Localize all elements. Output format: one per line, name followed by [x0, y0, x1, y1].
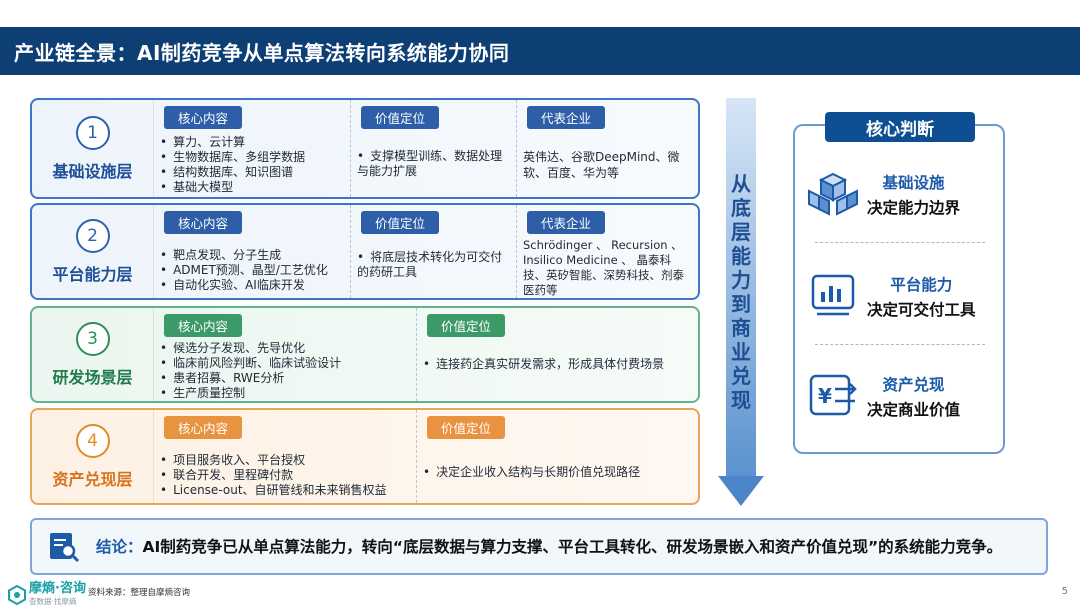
company-text: Schrödinger 、 Recursion 、Insilico Medici… [523, 238, 684, 297]
value-column: 价值定位 连接药企真实研发需求，形成具体付费场景 [416, 308, 698, 401]
core-content-tag: 核心内容 [164, 314, 243, 337]
source-note: 资料来源：整理自摩熵咨询 [88, 588, 191, 598]
conclusion-label: 结论： [96, 537, 143, 556]
layer-rd-scenario: 3 研发场景层 核心内容 候选分子发现、先导优化 临床前风险判断、临床试验设计 … [30, 306, 700, 403]
list-item: 临床前风险判断、临床试验设计 [160, 356, 410, 371]
list-item: 基础大模型 [160, 180, 344, 195]
core-item-platform: 平台能力 决定可交付工具 [807, 272, 997, 320]
layer-infrastructure: 1 基础设施层 核心内容 算力、云计算 生物数据库、多组学数据 结构数据库、知识… [30, 98, 700, 199]
logo-subtitle: 查数据·找摩熵 [29, 597, 77, 606]
list-item: 自动化实验、AI临床开发 [160, 278, 344, 293]
value-list: 将底层技术转化为可交付的药研工具 [357, 250, 510, 280]
conclusion-body: AI制药竞争已从单点算法能力，转向“底层数据与算力支撑、平台工具转化、研发场景嵌… [142, 537, 1003, 556]
core-content-list: 候选分子发现、先导优化 临床前风险判断、临床试验设计 患者招募、RWE分析 生产… [160, 341, 410, 401]
arrow-head [718, 476, 764, 506]
value-tag: 价值定位 [361, 211, 440, 234]
core-item-desc: 决定可交付工具 [867, 300, 976, 319]
core-content-column: 核心内容 候选分子发现、先导优化 临床前风险判断、临床试验设计 患者招募、RWE… [154, 308, 416, 401]
layer-number: 4 [75, 423, 110, 458]
layer-number: 1 [75, 115, 110, 150]
core-item-title: 平台能力 [890, 275, 953, 294]
arrow-label: 从底层能力到商业兑现 [731, 172, 751, 412]
divider [815, 242, 985, 243]
title-bar: 产业链全景：AI制药竞争从单点算法转向系统能力协同 [0, 27, 1080, 75]
layer-asset-realization: 4 资产兑现层 核心内容 项目服务收入、平台授权 联合开发、里程碑付款 Lice… [30, 408, 700, 505]
layer-name: 资产兑现层 [52, 469, 133, 489]
cubes-icon [808, 172, 858, 216]
value-list: 支撑模型训练、数据处理与能力扩展 [357, 149, 510, 179]
list-item: License-out、自研管线和未来销售权益 [160, 483, 410, 498]
conclusion-text: 结论：AI制药竞争已从单点算法能力，转向“底层数据与算力支撑、平台工具转化、研发… [96, 536, 1036, 558]
company-tag: 代表企业 [527, 211, 606, 234]
page-number: 5 [1061, 586, 1068, 597]
core-item-infrastructure: 基础设施 决定能力边界 [807, 170, 997, 218]
conclusion-box: 结论：AI制药竞争已从单点算法能力，转向“底层数据与算力支撑、平台工具转化、研发… [30, 518, 1048, 575]
yen-exchange-icon: ¥ [809, 374, 857, 416]
logo-icon [8, 584, 26, 605]
layer-header: 1 基础设施层 [32, 100, 154, 197]
value-list: 决定企业收入结构与长期价值兑现路径 [423, 465, 692, 480]
value-tag: 价值定位 [361, 106, 440, 129]
list-item: 算力、云计算 [160, 135, 344, 150]
list-item: 候选分子发现、先导优化 [160, 341, 410, 356]
layer-header: 2 平台能力层 [32, 205, 154, 298]
layer-header: 3 研发场景层 [32, 308, 154, 401]
layer-name: 基础设施层 [52, 161, 133, 181]
company-text: 英伟达、谷歌DeepMind、微软、百度、华为等 [523, 150, 680, 180]
flow-arrow: 从底层能力到商业兑现 [718, 98, 764, 508]
layer-name: 研发场景层 [52, 367, 133, 387]
list-item: 生产质量控制 [160, 386, 410, 401]
svg-text:¥: ¥ [818, 384, 832, 408]
list-item: 结构数据库、知识图谱 [160, 165, 344, 180]
list-item: 连接药企真实研发需求，形成具体付费场景 [423, 357, 692, 372]
value-column: 价值定位 支撑模型训练、数据处理与能力扩展 [350, 100, 516, 197]
bar-chart-icon [811, 274, 855, 316]
core-item-asset: ¥ 资产兑现 决定商业价值 [807, 372, 997, 420]
core-item-title: 资产兑现 [882, 375, 945, 394]
layer-number: 3 [75, 321, 110, 356]
core-judgement-box: 核心判断 基础设施 决定能力边界 平台能 [793, 112, 1005, 454]
page-title: 产业链全景：AI制药竞争从单点算法转向系统能力协同 [14, 40, 510, 65]
layer-number: 2 [75, 218, 110, 253]
core-content-tag: 核心内容 [164, 106, 243, 129]
value-list: 连接药企真实研发需求，形成具体付费场景 [423, 357, 692, 372]
list-item: 联合开发、里程碑付款 [160, 468, 410, 483]
logo-name: 摩熵·咨询 [29, 581, 86, 596]
arrow-shaft [726, 98, 756, 478]
value-column: 价值定位 决定企业收入结构与长期价值兑现路径 [416, 410, 698, 503]
core-content-tag: 核心内容 [164, 211, 243, 234]
company-tag: 代表企业 [527, 106, 606, 129]
core-item-title: 基础设施 [882, 173, 945, 192]
value-tag: 价值定位 [427, 314, 506, 337]
list-item: 患者招募、RWE分析 [160, 371, 410, 386]
footer: 摩熵·咨询 查数据·找摩熵 资料来源：整理自摩熵咨询 5 [0, 578, 1080, 608]
list-item: 支撑模型训练、数据处理与能力扩展 [357, 149, 510, 179]
value-column: 价值定位 将底层技术转化为可交付的药研工具 [350, 205, 516, 298]
core-item-desc: 决定商业价值 [867, 400, 961, 419]
list-item: 决定企业收入结构与长期价值兑现路径 [423, 465, 692, 480]
layer-name: 平台能力层 [52, 264, 133, 284]
core-judgement-title: 核心判断 [825, 112, 975, 142]
core-content-column: 核心内容 算力、云计算 生物数据库、多组学数据 结构数据库、知识图谱 基础大模型 [154, 100, 350, 197]
core-content-list: 靶点发现、分子生成 ADMET预测、晶型/工艺优化 自动化实验、AI临床开发 [160, 248, 344, 293]
core-item-desc: 决定能力边界 [867, 198, 961, 217]
company-column: 代表企业 英伟达、谷歌DeepMind、微软、百度、华为等 [516, 100, 698, 197]
brand-logo: 摩熵·咨询 查数据·找摩熵 [8, 582, 86, 607]
core-content-column: 核心内容 靶点发现、分子生成 ADMET预测、晶型/工艺优化 自动化实验、AI临… [154, 205, 350, 298]
layer-platform: 2 平台能力层 核心内容 靶点发现、分子生成 ADMET预测、晶型/工艺优化 自… [30, 203, 700, 300]
list-item: ADMET预测、晶型/工艺优化 [160, 263, 344, 278]
value-tag: 价值定位 [427, 416, 506, 439]
list-item: 将底层技术转化为可交付的药研工具 [357, 250, 510, 280]
core-content-tag: 核心内容 [164, 416, 243, 439]
core-content-list: 算力、云计算 生物数据库、多组学数据 结构数据库、知识图谱 基础大模型 [160, 135, 344, 195]
list-item: 生物数据库、多组学数据 [160, 150, 344, 165]
layer-header: 4 资产兑现层 [32, 410, 154, 503]
divider [815, 344, 985, 345]
magnifier-document-icon [32, 520, 96, 573]
core-content-column: 核心内容 项目服务收入、平台授权 联合开发、里程碑付款 License-out、… [154, 410, 416, 503]
list-item: 项目服务收入、平台授权 [160, 453, 410, 468]
list-item: 靶点发现、分子生成 [160, 248, 344, 263]
company-column: 代表企业 Schrödinger 、 Recursion 、Insilico M… [516, 205, 698, 298]
core-content-list: 项目服务收入、平台授权 联合开发、里程碑付款 License-out、自研管线和… [160, 453, 410, 498]
